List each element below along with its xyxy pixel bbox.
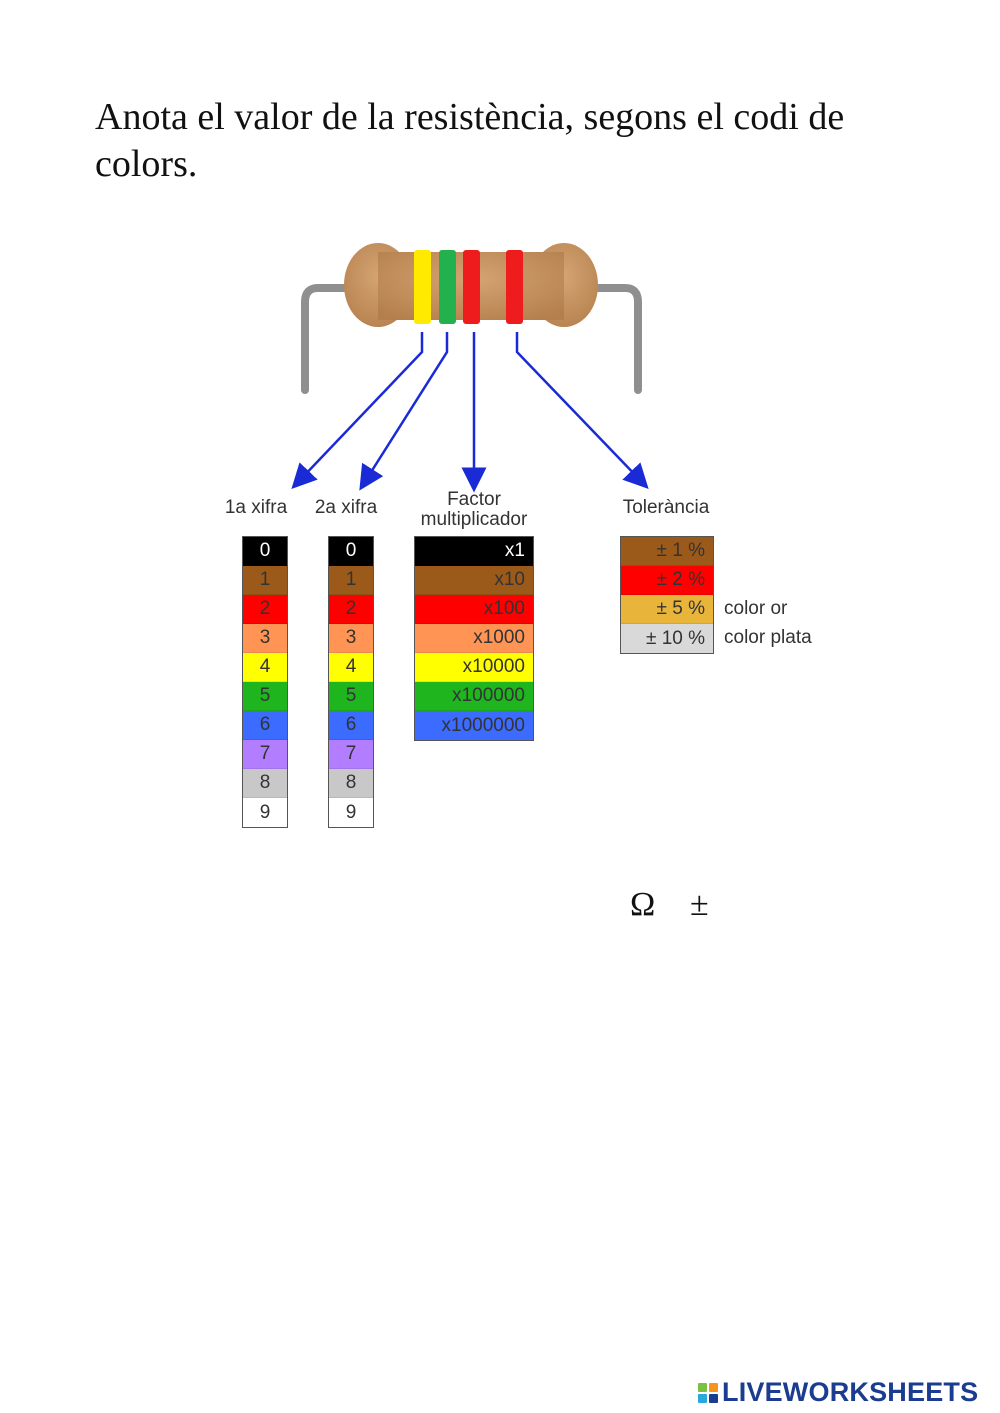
- liveworksheets-logo: LIVEWORKSHEETS: [698, 1377, 978, 1408]
- arrow-first-digit: [291, 332, 424, 490]
- resistor-lead-right: [584, 284, 642, 394]
- arrow-second-digit: [359, 332, 449, 491]
- band-tolerance: [506, 250, 523, 324]
- multiplier-row: x1000000: [415, 711, 533, 740]
- multiplier-title-line1: Factor: [447, 489, 501, 510]
- multiplier-title: Factor multiplicador: [404, 490, 544, 530]
- tolerance-row: ± 2 %: [621, 566, 713, 595]
- logo-text: LIVEWORKSHEETS: [722, 1377, 979, 1407]
- second-digit-row: 9: [329, 798, 373, 827]
- note-silver: color plata: [724, 627, 812, 648]
- second-digit-row: 8: [329, 769, 373, 798]
- tolerance-row: ± 1 %: [621, 537, 713, 566]
- second-digit-row: 6: [329, 711, 373, 740]
- tolerance-row: ± 5 %: [621, 595, 713, 624]
- resistor-bands: [414, 250, 523, 324]
- second-digit-row: 3: [329, 624, 373, 653]
- first-digit-row: 5: [243, 682, 287, 711]
- plus-minus-symbol: ±: [690, 886, 709, 923]
- tolerance-table: ± 1 %± 2 %± 5 %± 10 %: [620, 536, 714, 654]
- first-digit-row: 9: [243, 798, 287, 827]
- multiplier-row: x1: [415, 537, 533, 566]
- first-digit-row: 0: [243, 537, 287, 566]
- first-digit-row: 2: [243, 595, 287, 624]
- band-first-digit: [414, 250, 431, 324]
- first-digit-row: 1: [243, 566, 287, 595]
- multiplier-title-line2: multiplicador: [420, 509, 528, 530]
- band-multiplier: [463, 250, 480, 324]
- multiplier-row: x1000: [415, 624, 533, 653]
- first-digit-row: 8: [243, 769, 287, 798]
- second-digit-row: 0: [329, 537, 373, 566]
- arrow-tolerance: [515, 332, 649, 490]
- band-second-digit: [439, 250, 456, 324]
- first-digit-row: 6: [243, 711, 287, 740]
- band-arrows: [291, 332, 649, 493]
- second-digit-row: 1: [329, 566, 373, 595]
- second-digit-row: 2: [329, 595, 373, 624]
- second-digit-row: 7: [329, 740, 373, 769]
- liveworksheets-logo-icon: [698, 1382, 718, 1403]
- multiplier-row: x10: [415, 566, 533, 595]
- first-digit-title: 1a xifra: [224, 497, 288, 518]
- tolerance-row: ± 10 %: [621, 624, 713, 653]
- resistor-lead-left: [301, 284, 356, 394]
- second-digit-row: 4: [329, 653, 373, 682]
- resistor-diagram: [291, 243, 649, 493]
- first-digit-row: 4: [243, 653, 287, 682]
- tolerance-title: Tolerància: [622, 497, 710, 518]
- second-digit-row: 5: [329, 682, 373, 711]
- note-gold: color or: [724, 598, 788, 619]
- first-digit-row: 7: [243, 740, 287, 769]
- multiplier-row: x10000: [415, 653, 533, 682]
- ohm-symbol: Ω: [630, 886, 656, 923]
- first-digit-row: 3: [243, 624, 287, 653]
- instruction-text: Anota el valor de la resistència, segons…: [95, 96, 845, 185]
- second-digit-title: 2a xifra: [314, 497, 378, 518]
- multiplier-row: x100000: [415, 682, 533, 711]
- multiplier-row: x100: [415, 595, 533, 624]
